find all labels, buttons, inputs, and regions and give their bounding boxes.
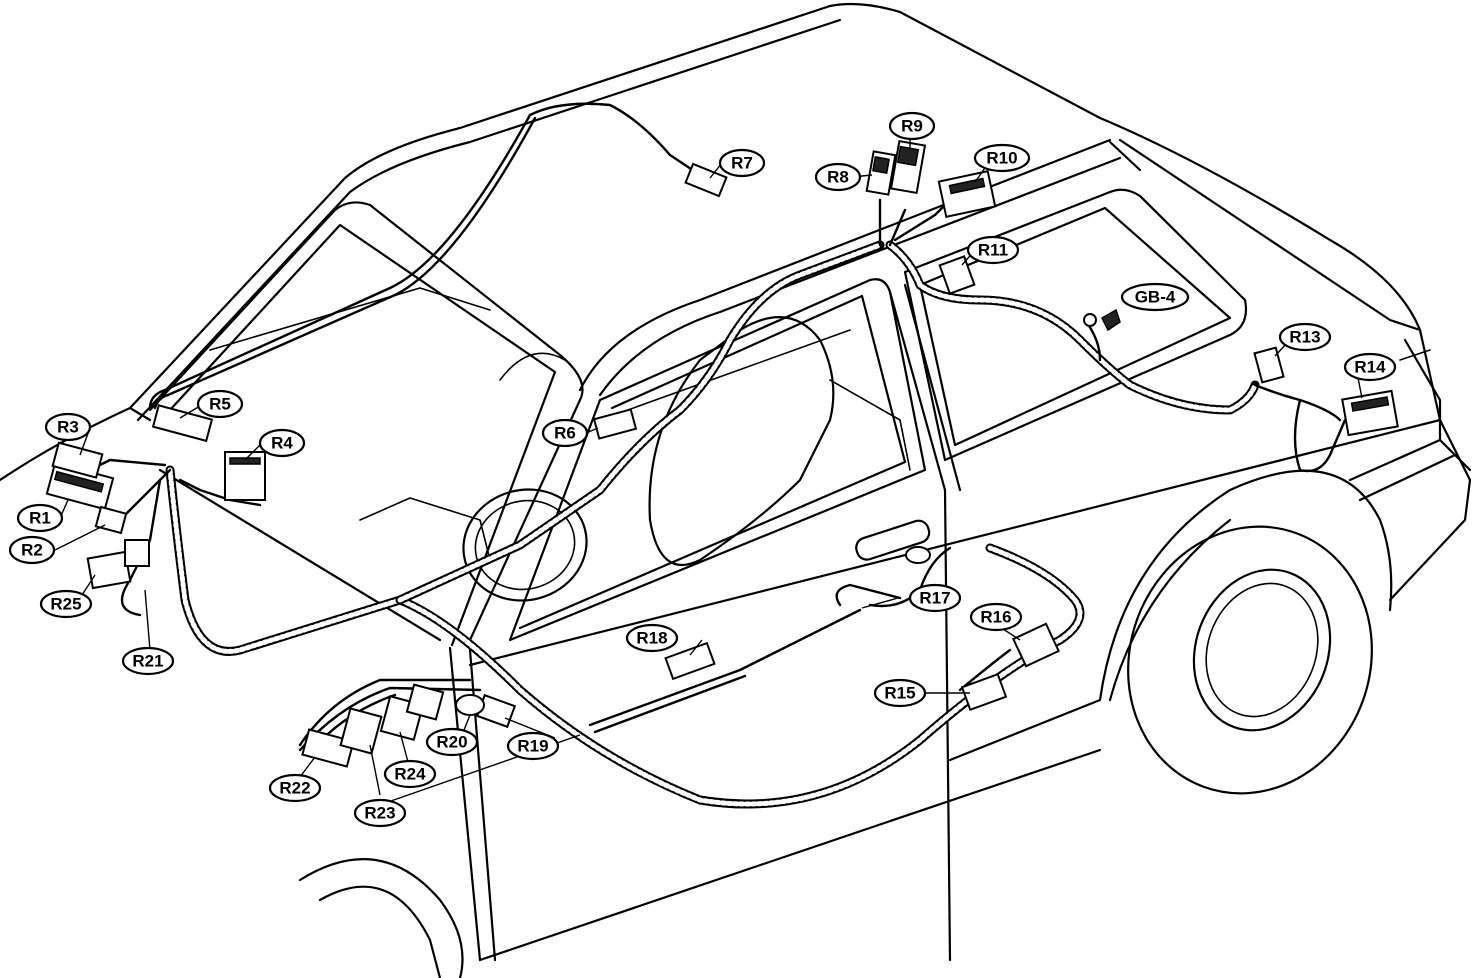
callout-r15: R15 xyxy=(873,678,927,708)
callout-r4-label: R4 xyxy=(271,434,293,453)
callout-r15-label: R15 xyxy=(884,684,915,703)
callout-r13-label: R13 xyxy=(1289,328,1320,347)
callout-gb4-label: GB-4 xyxy=(1135,288,1176,307)
callout-r8: R8 xyxy=(814,162,862,192)
callout-r9-label: R9 xyxy=(901,117,923,136)
callout-r23-label: R23 xyxy=(364,804,395,823)
callout-r10: R10 xyxy=(973,143,1031,173)
callout-r20: R20 xyxy=(425,727,479,757)
callout-r3: R3 xyxy=(44,412,92,442)
callout-gb4: GB-4 xyxy=(1120,282,1190,312)
callout-r19: R19 xyxy=(506,731,560,761)
callout-r10-label: R10 xyxy=(986,149,1017,168)
callout-r11: R11 xyxy=(966,235,1020,265)
thin-wires xyxy=(88,102,1347,754)
callout-r21-label: R21 xyxy=(132,652,163,671)
callout-r16: R16 xyxy=(969,602,1023,632)
callout-r11-label: R11 xyxy=(978,241,1008,260)
callout-r13: R13 xyxy=(1278,322,1332,352)
callout-r7: R7 xyxy=(718,148,766,178)
callout-r4: R4 xyxy=(258,428,306,458)
callout-r18: R18 xyxy=(625,623,679,653)
callout-r22-label: R22 xyxy=(279,779,310,798)
callout-r1: R1 xyxy=(16,503,64,533)
callout-r5-label: R5 xyxy=(209,395,231,414)
callout-r19-label: R19 xyxy=(517,737,548,756)
callout-r17-label: R17 xyxy=(919,589,950,608)
callout-r18-label: R18 xyxy=(636,629,667,648)
callout-r22: R22 xyxy=(268,773,322,803)
callout-r23: R23 xyxy=(353,798,407,828)
callout-r24-label: R24 xyxy=(394,765,426,784)
callout-r2: R2 xyxy=(8,535,56,565)
callout-r21: R21 xyxy=(121,646,175,676)
callout-r6-label: R6 xyxy=(554,424,576,443)
callout-r5: R5 xyxy=(196,389,244,419)
callout-r25: R25 xyxy=(39,589,93,619)
callout-r24: R24 xyxy=(383,759,437,789)
callout-r1-label: R1 xyxy=(29,509,51,528)
callout-r2-label: R2 xyxy=(21,541,43,560)
callout-r17: R17 xyxy=(908,583,962,613)
callout-r20-label: R20 xyxy=(436,733,467,752)
callout-r14-label: R14 xyxy=(1354,358,1386,377)
harness-main xyxy=(165,240,1260,809)
callout-r7-label: R7 xyxy=(731,154,753,173)
callout-r16-label: R16 xyxy=(980,608,1011,627)
callout-r8-label: R8 xyxy=(827,168,849,187)
callout-r6: R6 xyxy=(541,418,589,448)
callout-r14: R14 xyxy=(1343,352,1397,382)
callout-r9: R9 xyxy=(888,111,936,141)
connectors xyxy=(45,139,1399,768)
callout-r25-label: R25 xyxy=(50,595,81,614)
callout-r3-label: R3 xyxy=(57,418,79,437)
